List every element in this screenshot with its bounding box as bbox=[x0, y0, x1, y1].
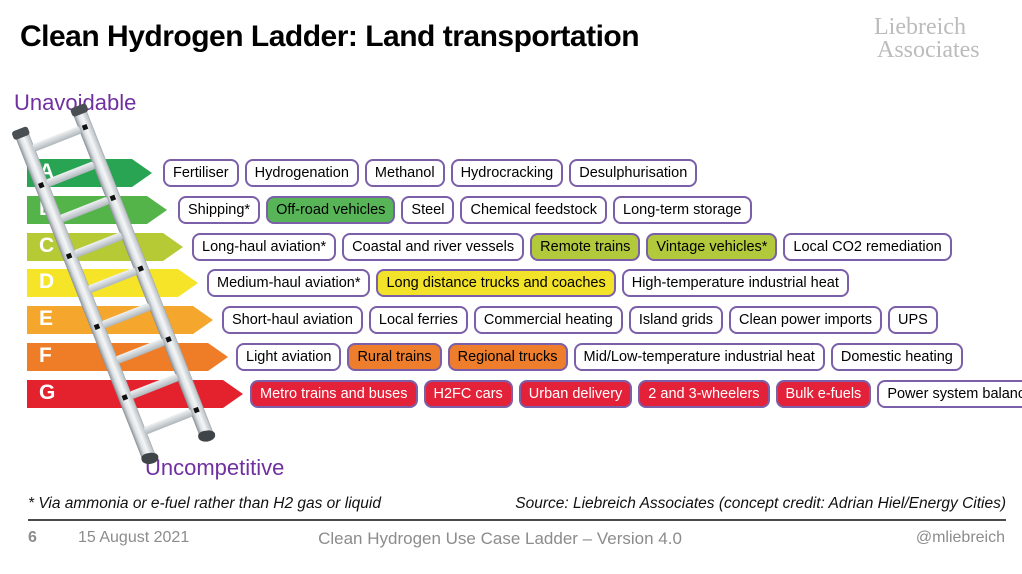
twitter-handle: @mliebreich bbox=[915, 529, 1005, 546]
use-case-box: Vintage vehicles* bbox=[646, 233, 778, 261]
use-case-box: Long distance trucks and coaches bbox=[376, 269, 616, 297]
use-case-box: Hydrocracking bbox=[450, 159, 564, 187]
page-title: Clean Hydrogen Ladder: Land transportati… bbox=[20, 20, 640, 53]
footer-caption: Clean Hydrogen Use Case Ladder – Version… bbox=[318, 529, 682, 548]
ladder-rung bbox=[115, 338, 166, 364]
ladder-row-B: BShipping*Off-road vehiclesSteelChemical… bbox=[0, 196, 1022, 224]
use-case-box: Long-term storage bbox=[613, 196, 752, 224]
use-case-box: Shipping* bbox=[178, 196, 261, 224]
footnote-text: * Via ammonia or e-fuel rather than H2 g… bbox=[28, 495, 381, 512]
use-case-box: UPS bbox=[888, 306, 938, 334]
use-case-box: Steel bbox=[401, 196, 455, 224]
arrow-head bbox=[193, 306, 213, 334]
ladder-rung bbox=[101, 302, 152, 329]
use-case-box: Urban delivery bbox=[518, 380, 633, 408]
use-case-box: Desulphurisation bbox=[569, 159, 698, 187]
use-case-box: Off-road vehicles bbox=[266, 196, 396, 224]
use-case-box: Methanol bbox=[364, 159, 445, 187]
use-case-box: Local ferries bbox=[368, 306, 468, 334]
ladder-foot bbox=[197, 429, 216, 443]
use-case-box: Metro trains and buses bbox=[250, 380, 418, 408]
arrow-head bbox=[147, 196, 167, 224]
arrow-head bbox=[223, 380, 243, 408]
use-case-box: Coastal and river vessels bbox=[342, 233, 525, 261]
ladder-rung bbox=[143, 408, 193, 435]
use-case-box: Hydrogenation bbox=[244, 159, 359, 187]
use-case-box: Bulk e-fuels bbox=[775, 380, 872, 408]
rating-letter: F bbox=[39, 344, 52, 367]
divider-line bbox=[28, 519, 1006, 521]
use-case-box: Chemical feedstock bbox=[460, 196, 608, 224]
use-case-boxes: Medium-haul aviation*Long distance truck… bbox=[207, 269, 849, 297]
rating-letter: E bbox=[39, 307, 54, 330]
use-case-box: Clean power imports bbox=[729, 306, 882, 334]
rating-letter: C bbox=[39, 234, 55, 257]
use-case-box: Light aviation bbox=[236, 343, 342, 371]
ladder-rung bbox=[129, 373, 180, 400]
use-case-box: Medium-haul aviation* bbox=[207, 269, 371, 297]
rating-letter: G bbox=[39, 381, 56, 404]
use-case-box: H2FC cars bbox=[423, 380, 513, 408]
use-case-box: Commercial heating bbox=[473, 306, 623, 334]
ladder-rung bbox=[59, 196, 110, 223]
arrow-head bbox=[208, 343, 228, 371]
ladder-rung bbox=[46, 161, 96, 188]
use-case-box: Mid/Low-temperature industrial heat bbox=[573, 343, 825, 371]
arrow-head bbox=[132, 159, 152, 187]
use-case-box: Domestic heating bbox=[830, 343, 963, 371]
slide-date: 15 August 2021 bbox=[78, 529, 190, 546]
logo-line1: Liebreich bbox=[874, 14, 966, 40]
page-number: 6 bbox=[28, 529, 37, 546]
liebreich-associates-logo: Liebreich Associates bbox=[874, 14, 980, 63]
ladder-row-D: D Medium-haul aviation*Long distance truc… bbox=[0, 269, 1022, 297]
use-case-box: High-temperature industrial heat bbox=[621, 269, 849, 297]
use-case-box: Short-haul aviation bbox=[222, 306, 363, 334]
ladder-rung bbox=[32, 125, 82, 152]
use-case-box: Remote trains bbox=[530, 233, 641, 261]
use-case-box: 2 and 3-wheelers bbox=[638, 380, 770, 408]
use-case-box: Power system balancing bbox=[877, 380, 1022, 408]
use-case-box: Local CO2 remediation bbox=[783, 233, 952, 261]
use-case-box: Fertiliser bbox=[163, 159, 239, 187]
axis-label-uncompetitive: Uncompetitive bbox=[145, 455, 285, 480]
arrow-head bbox=[163, 233, 183, 261]
ladder-row-C: C Long-haul aviation*Coastal and river ve… bbox=[0, 233, 1022, 261]
footnote-row: * Via ammonia or e-fuel rather than H2 g… bbox=[28, 495, 1006, 513]
ladder-rung bbox=[73, 232, 124, 258]
footer: 6 15 August 2021 Clean Hydrogen Use Case… bbox=[0, 529, 1022, 555]
source-text: Source: Liebreich Associates (concept cr… bbox=[515, 495, 1006, 512]
use-case-box: Long-haul aviation* bbox=[192, 233, 337, 261]
rating-letter: D bbox=[39, 270, 55, 293]
logo-line2: Associates bbox=[877, 37, 980, 63]
use-case-box: Rural trains bbox=[347, 343, 442, 371]
use-case-box: Regional trucks bbox=[447, 343, 568, 371]
arrow-head bbox=[178, 269, 198, 297]
use-case-box: Island grids bbox=[628, 306, 724, 334]
ladder-rung bbox=[87, 267, 138, 294]
use-case-boxes: Long-haul aviation*Coastal and river ves… bbox=[192, 233, 952, 261]
